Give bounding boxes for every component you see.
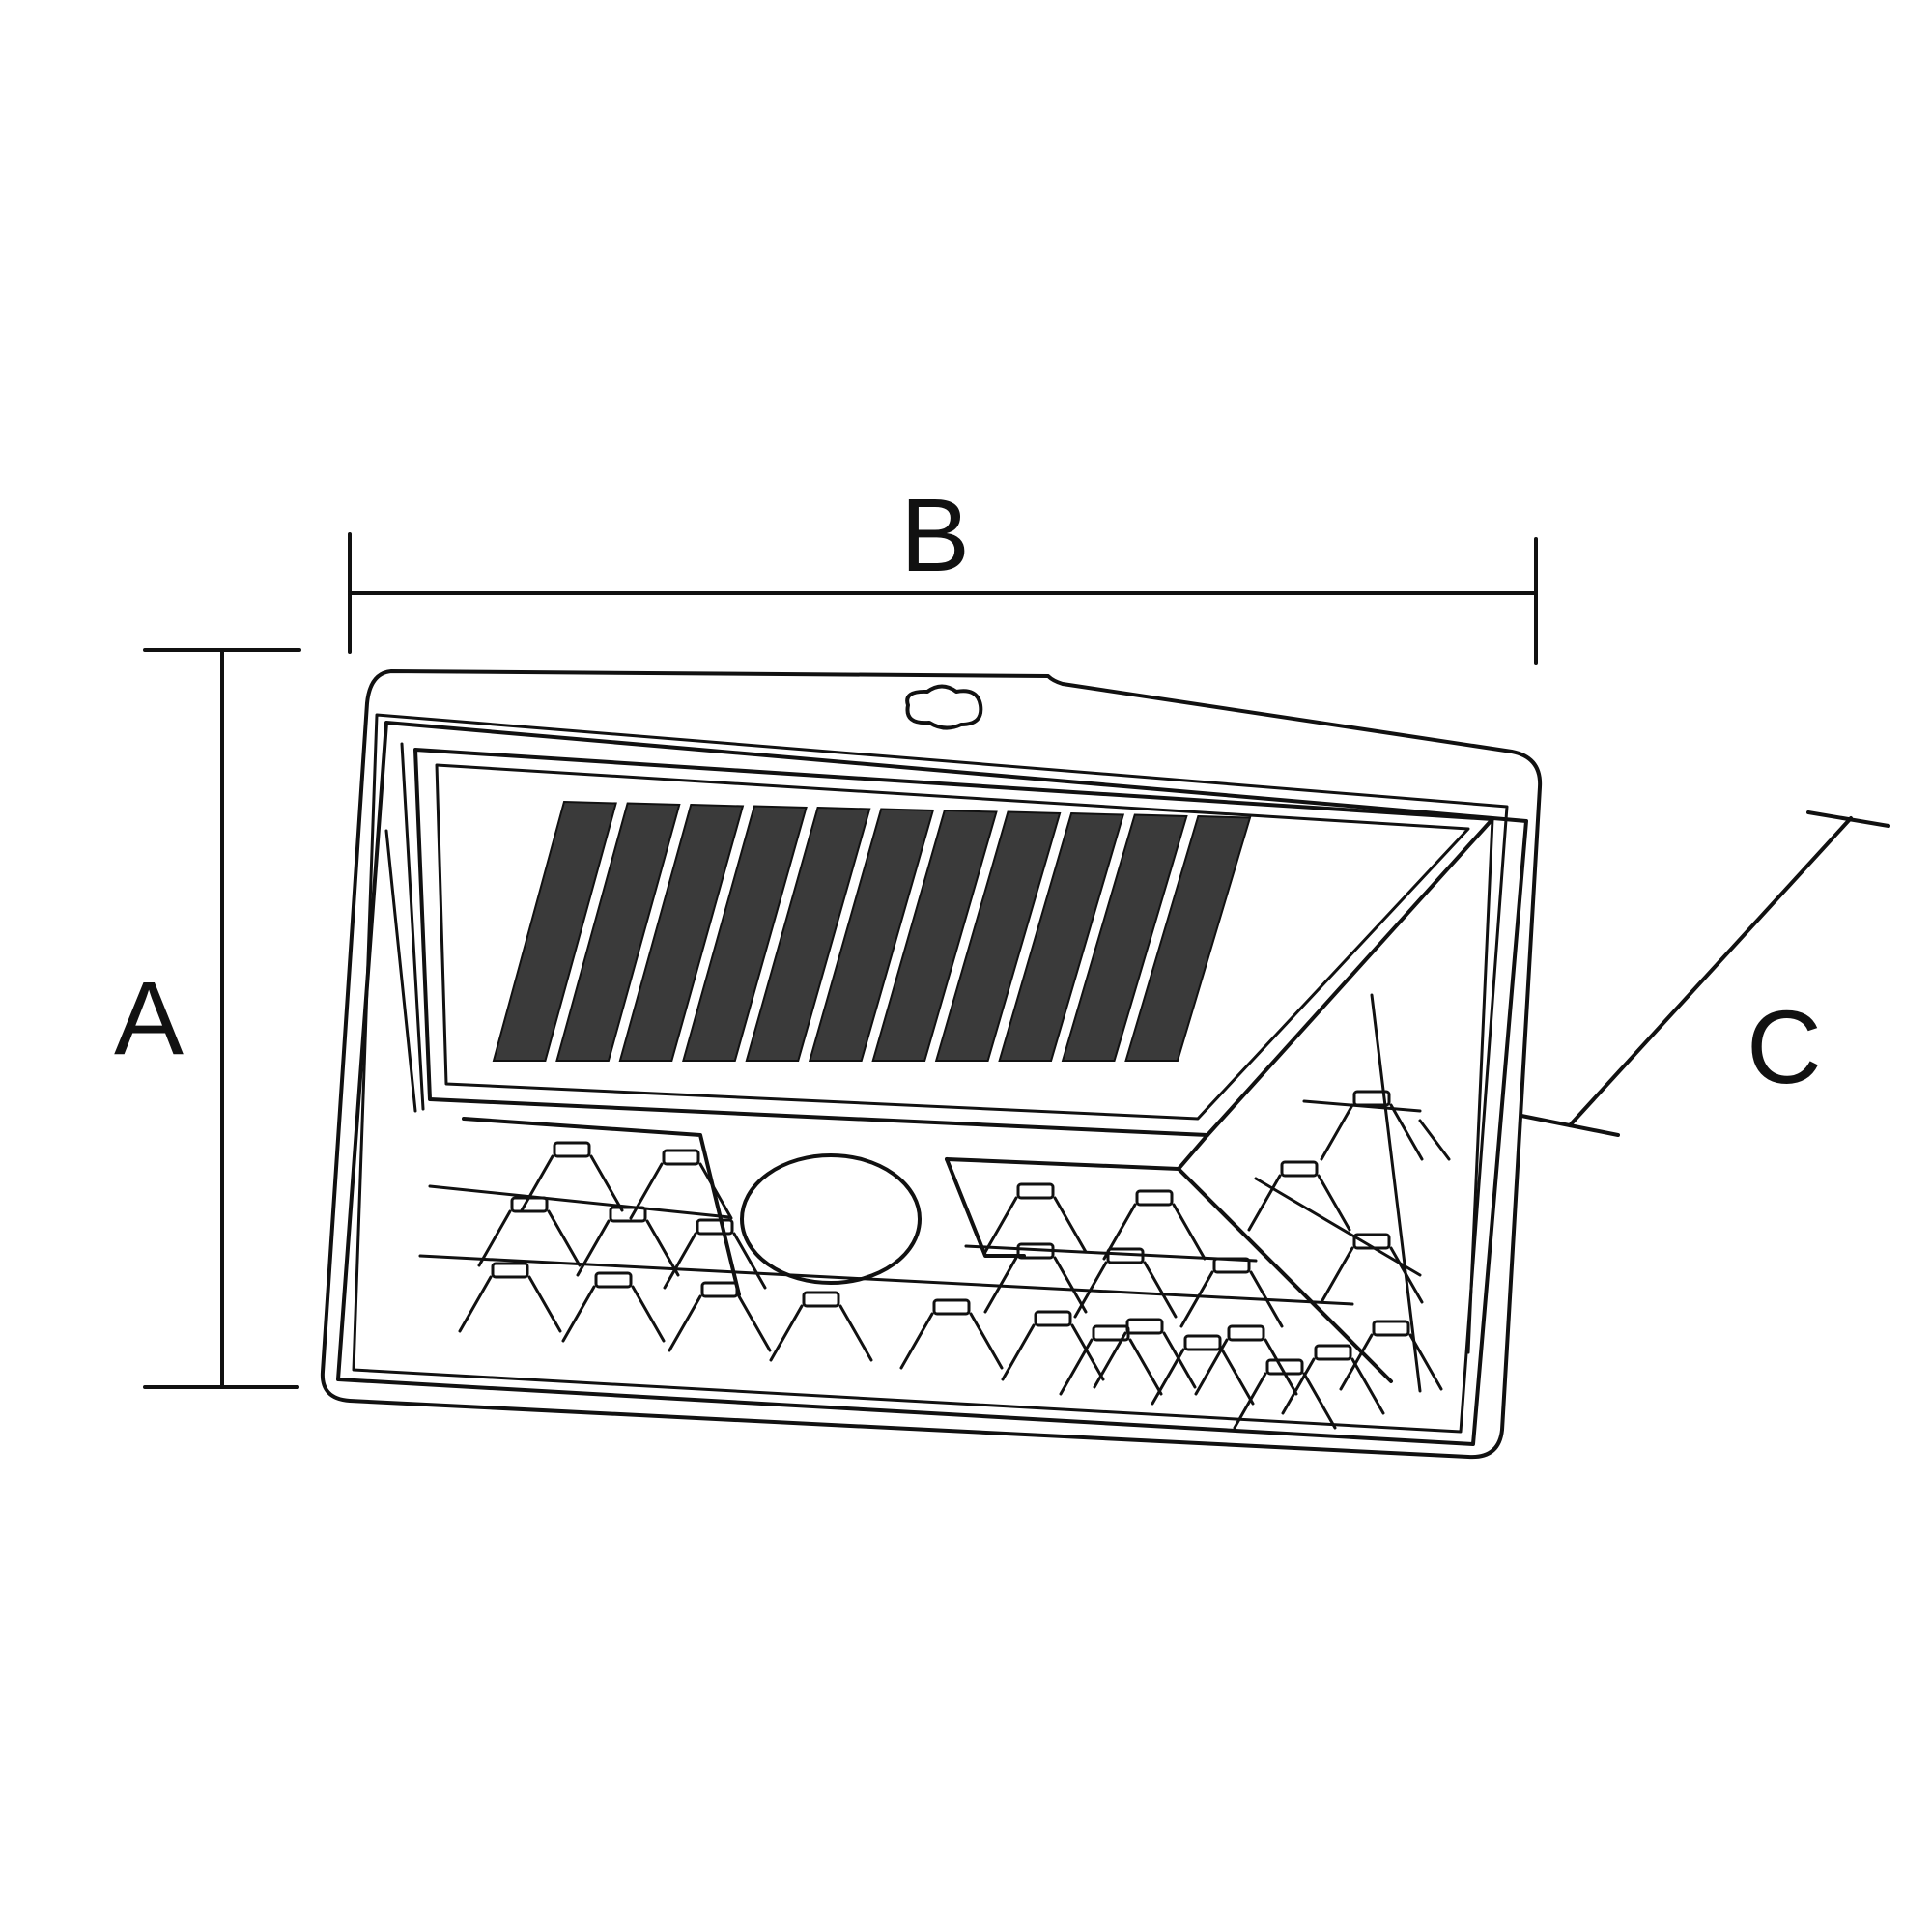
led: [1233, 1358, 1337, 1430]
led: [1001, 1310, 1105, 1381]
dimension-a: [143, 648, 301, 1389]
solar-cell: [682, 805, 808, 1062]
led: [561, 1271, 666, 1343]
led: [983, 1242, 1088, 1314]
solar-cell: [1061, 813, 1188, 1062]
led: [1339, 1320, 1443, 1391]
led: [1059, 1324, 1163, 1396]
led: [477, 1196, 582, 1267]
led: [458, 1262, 562, 1333]
solar-cell: [618, 803, 745, 1062]
solar-cell: [745, 806, 871, 1062]
led: [663, 1218, 767, 1290]
dimension-c: [1520, 810, 1890, 1137]
solar-cell: [998, 811, 1125, 1062]
motion-sensor: [740, 1153, 922, 1285]
led: [629, 1149, 733, 1220]
solar-cell: [492, 800, 617, 1062]
solar-cell: [871, 809, 998, 1062]
dimension-a-label: A: [114, 959, 185, 1076]
led: [1320, 1090, 1424, 1161]
led: [899, 1298, 1004, 1370]
housing: [320, 669, 1543, 1460]
led: [983, 1182, 1088, 1254]
dimension-b-label: B: [900, 476, 971, 593]
solar-cells: [492, 800, 1252, 1062]
dimension-b: [348, 532, 1538, 665]
solar-cell: [934, 810, 1062, 1062]
led: [1073, 1247, 1178, 1319]
led: [1151, 1334, 1255, 1406]
led-panel: [418, 993, 1451, 1393]
dimension-c-label: C: [1747, 988, 1822, 1105]
led: [1320, 1233, 1424, 1304]
led: [576, 1206, 680, 1277]
led: [1281, 1344, 1385, 1415]
led: [520, 1141, 624, 1212]
solar-cell: [808, 808, 935, 1062]
leds: [458, 1090, 1443, 1430]
led: [668, 1281, 772, 1352]
solar-cell: [555, 802, 681, 1062]
led: [769, 1291, 873, 1362]
led: [1247, 1160, 1351, 1232]
solar-cell: [1124, 814, 1252, 1062]
hanging-slot: [905, 684, 983, 730]
led: [1179, 1257, 1284, 1328]
solar-panel: [384, 742, 1494, 1354]
